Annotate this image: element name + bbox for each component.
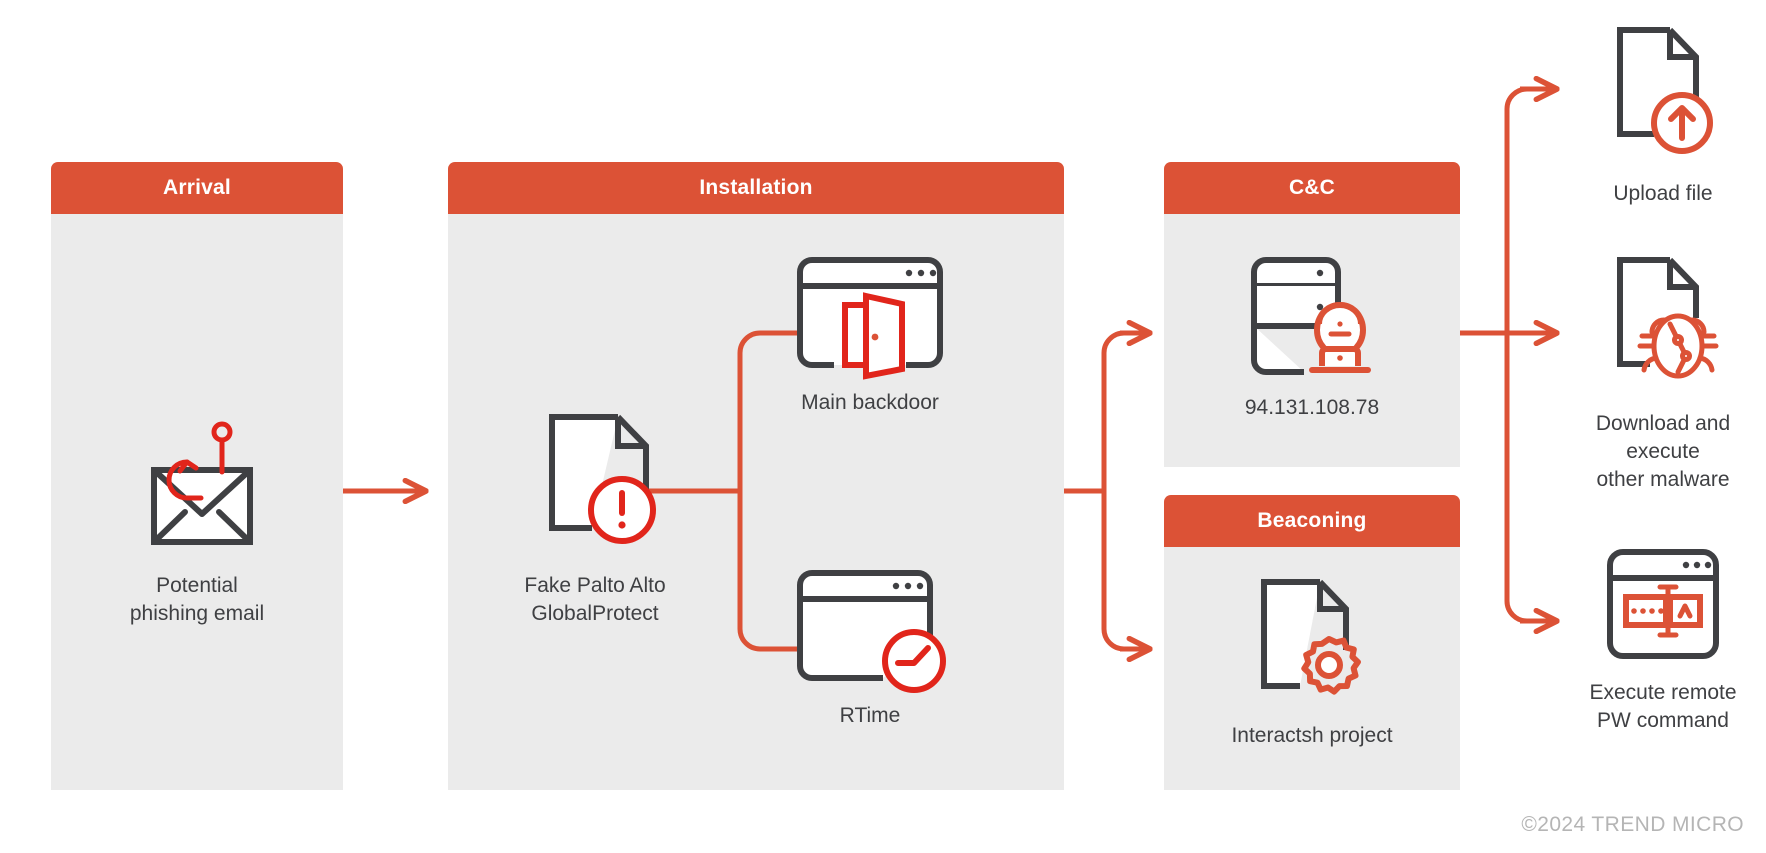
phishing-email-icon: [127, 400, 267, 560]
node-label-rtime: RTime: [839, 704, 901, 727]
node-fake-globalprotect: Fake Palto Alto GlobalProtect: [480, 400, 710, 628]
node-download-malware: Download and execute other malware: [1560, 248, 1766, 494]
node-label-phishing-email: Potential phishing email: [129, 574, 265, 625]
window-password-icon: [1598, 542, 1728, 667]
node-label-fake-globalprotect: Fake Palto Alto GlobalProtect: [524, 574, 666, 625]
stage-header-beaconing: Beaconing: [1164, 495, 1460, 547]
node-label-cc-server: 94.131.108.78: [1244, 396, 1380, 419]
document-alert-icon: [525, 400, 665, 560]
node-phishing-email: Potential phishing email: [82, 400, 312, 628]
server-hacker-icon: [1242, 252, 1382, 382]
connector-cc-beaconing-split: [1101, 330, 1150, 652]
node-rtime: RTime: [740, 565, 1000, 730]
window-open-door-icon: [790, 252, 950, 380]
connector-actions-split: [1504, 86, 1550, 624]
node-upload-file: Upload file: [1560, 18, 1766, 208]
document-bug-icon: [1598, 248, 1728, 398]
stage-header-cc: C&C: [1164, 162, 1460, 214]
node-interactsh: Interactsh project: [1184, 570, 1440, 750]
stage-body-cc: [1164, 214, 1460, 467]
window-clock-icon: [790, 565, 950, 693]
node-remote-pw: Execute remote PW command: [1560, 542, 1766, 735]
stage-header-installation: Installation: [448, 162, 1064, 214]
document-upload-icon: [1598, 18, 1728, 168]
node-label-remote-pw: Execute remote PW command: [1589, 681, 1737, 732]
copyright-notice: ©2024 TREND MICRO: [1521, 813, 1744, 836]
document-gear-icon: [1242, 570, 1382, 710]
stage-header-arrival: Arrival: [51, 162, 343, 214]
node-label-upload-file: Upload file: [1613, 182, 1713, 205]
node-label-interactsh: Interactsh project: [1231, 724, 1393, 747]
node-cc-server: 94.131.108.78: [1184, 252, 1440, 422]
node-label-main-backdoor: Main backdoor: [801, 391, 939, 414]
node-main-backdoor: Main backdoor: [740, 252, 1000, 417]
node-label-download-malware: Download and execute other malware: [1595, 412, 1731, 491]
stage-panel-cc: C&C: [1164, 162, 1460, 467]
